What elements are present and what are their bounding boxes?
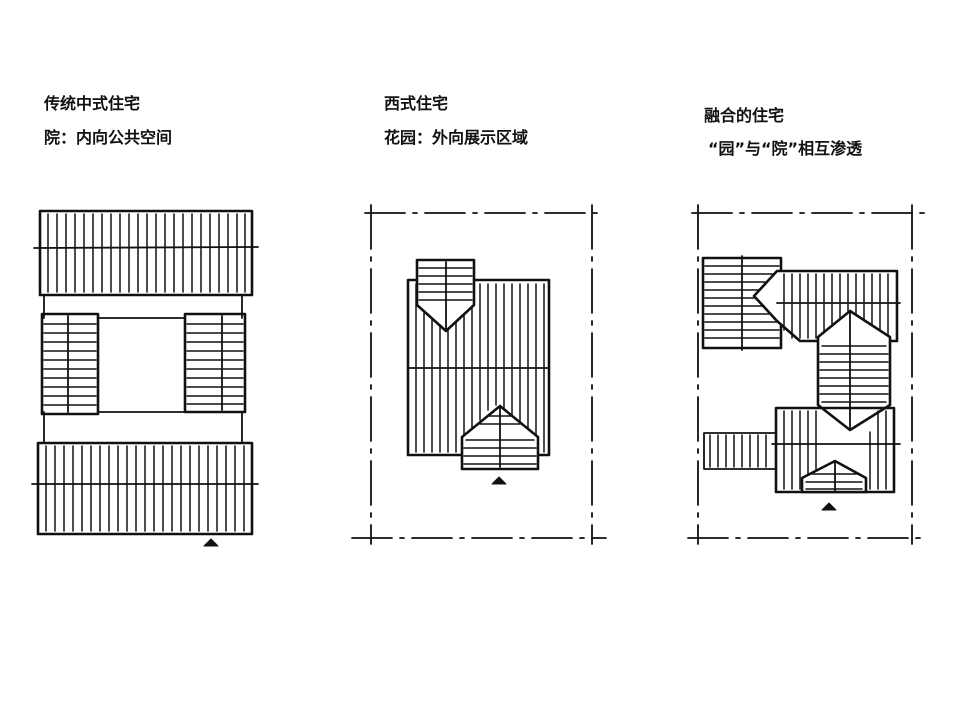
diagram-1-title: 传统中式住宅: [44, 94, 141, 113]
north-gable-block: [415, 258, 476, 333]
entrance-arrow-3: [821, 502, 837, 511]
diagram-3-sketch: [687, 204, 925, 545]
central-gable-block: [816, 309, 892, 432]
north-hall-hatch: [47, 213, 246, 293]
west-porch-block: [703, 432, 777, 470]
west-wing-block: [40, 312, 100, 416]
diagram-1-sketch: [31, 209, 259, 547]
south-hall-block: [31, 441, 259, 536]
diagram-2-subtitle: 花园：外向展示区域: [384, 128, 529, 147]
north-hall-block: [33, 209, 259, 297]
entrance-arrow-2: [491, 476, 507, 485]
entrance-arrow-1: [203, 538, 219, 547]
site-boundary-3: [687, 204, 925, 545]
site-boundary-2: [351, 204, 607, 545]
east-wing-block: [183, 312, 247, 414]
diagram-1-subtitle: 院：内向公共空间: [44, 128, 173, 147]
south-gable-3: [800, 459, 868, 494]
south-gable-block: [460, 404, 540, 471]
diagram-2-sketch: [351, 204, 607, 545]
diagram-2-title: 西式住宅: [384, 94, 449, 113]
diagram-3-title: 融合的住宅: [704, 106, 785, 125]
courtyard-walls: [43, 295, 243, 444]
diagram-3-subtitle: “园”与“院”相互渗透: [708, 139, 863, 158]
